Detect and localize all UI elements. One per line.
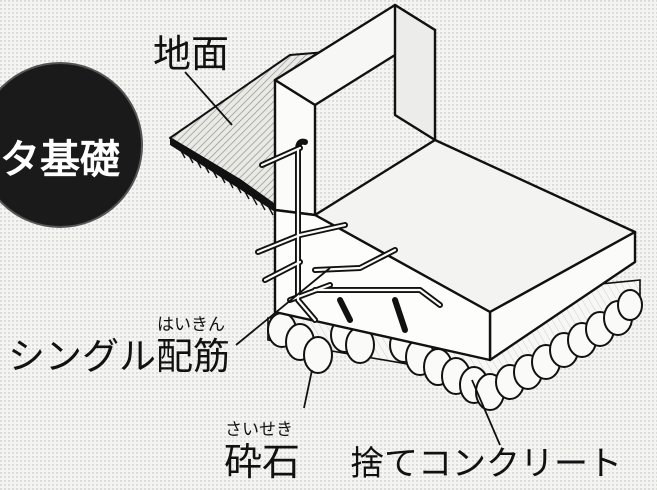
gravel-leader-line (303, 369, 313, 409)
lean-concrete-label: 捨てコンクリート (350, 444, 622, 484)
rebar-highlight (256, 146, 442, 322)
rebar-leader-line (235, 267, 331, 346)
concrete-footing (273, 3, 637, 362)
lean-concrete-leader-line (471, 379, 501, 446)
ground-label: 地面 (153, 32, 230, 76)
section-badge (0, 62, 143, 228)
rebar-reading: はいきん (157, 315, 225, 335)
gravel-label: 砕石 (224, 440, 301, 484)
gravel-reading: さいせき (225, 420, 293, 440)
rebar-label: シングル配筋 (8, 335, 230, 378)
section-badge-title: タ基礎 (0, 137, 120, 183)
ground-leader-line (184, 71, 233, 126)
leader-lines (184, 71, 501, 446)
